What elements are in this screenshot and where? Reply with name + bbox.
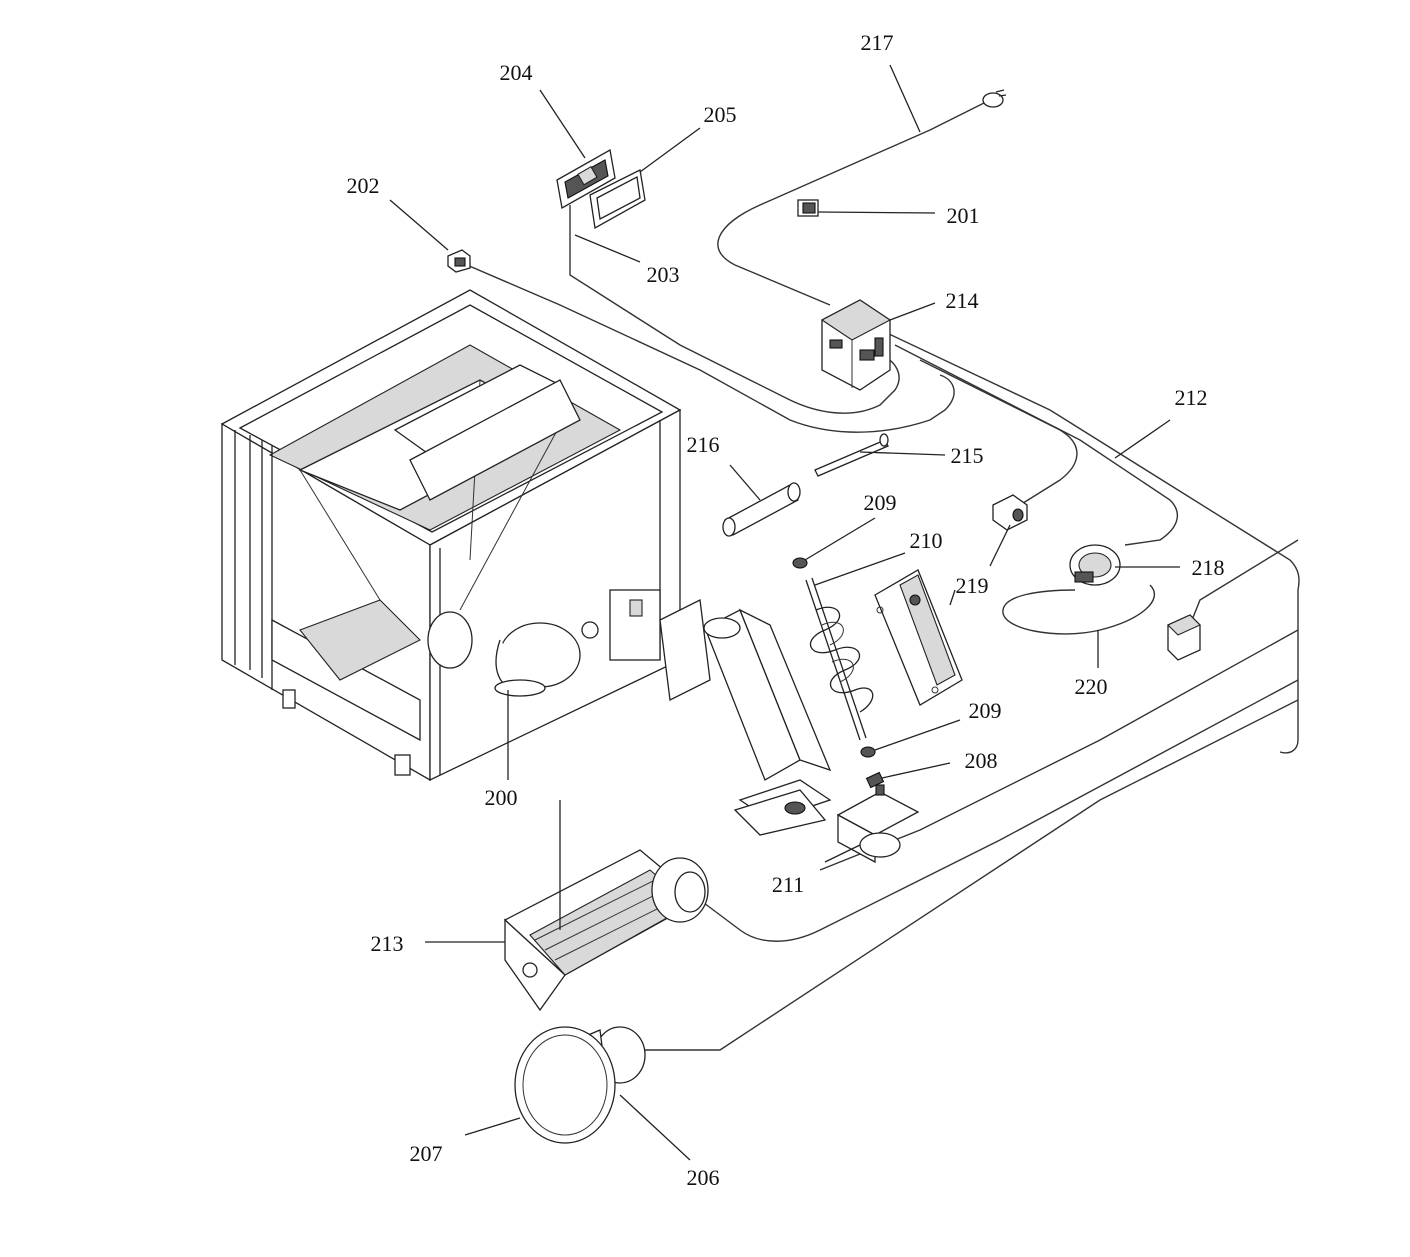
label-205: 205 [704,102,737,127]
sensor-219 [992,494,1028,531]
stove-frame [220,289,682,782]
label-219: 219 [956,573,989,598]
label-207: 207 [410,1141,443,1166]
blower-213 [503,849,709,1012]
label-212: 212 [1175,385,1208,410]
label-202: 202 [347,173,380,198]
rod-215 [814,433,889,477]
auger-housing [659,599,832,836]
display-cover-205 [589,169,646,230]
label-217: 217 [861,30,894,55]
label-203: 203 [647,262,680,287]
bushing-209-bottom [860,746,876,758]
fan-plate-207 [514,1026,616,1144]
auger-210 [805,577,874,741]
plug-217 [982,89,1007,108]
switch-201 [797,199,819,217]
label-200: 200 [485,785,518,810]
leader-lines [389,64,1180,1161]
bushing-209-top [792,557,808,569]
power-cord-217 [717,99,991,306]
label-206: 206 [687,1165,720,1190]
label-220: 220 [1075,674,1108,699]
box-component [1167,614,1201,661]
display-panel-204 [556,148,616,210]
plate-219 [874,569,963,706]
label-208: 208 [965,748,998,773]
label-209-bottom: 209 [969,698,1002,723]
pressure-switch-218 [1069,544,1121,586]
gear-motor-211 [836,784,920,864]
control-board-214 [820,299,892,391]
tube-216 [722,482,801,537]
wire-to-206 [640,699,1299,1051]
hose-220 [1002,584,1156,635]
label-218: 218 [1192,555,1225,580]
label-215: 215 [951,443,984,468]
wire-to-213 [699,679,1299,942]
label-211: 211 [772,872,804,897]
label-214: 214 [946,288,979,313]
wiring-harness [459,99,1300,1051]
label-201: 201 [947,203,980,228]
label-216: 216 [687,432,720,457]
part-labels: 200 201 202 203 204 205 206 207 208 209 … [347,30,1225,1190]
label-210: 210 [910,528,943,553]
part-202 [447,249,471,273]
label-213: 213 [371,931,404,956]
label-209-top: 209 [864,490,897,515]
label-204: 204 [500,60,533,85]
